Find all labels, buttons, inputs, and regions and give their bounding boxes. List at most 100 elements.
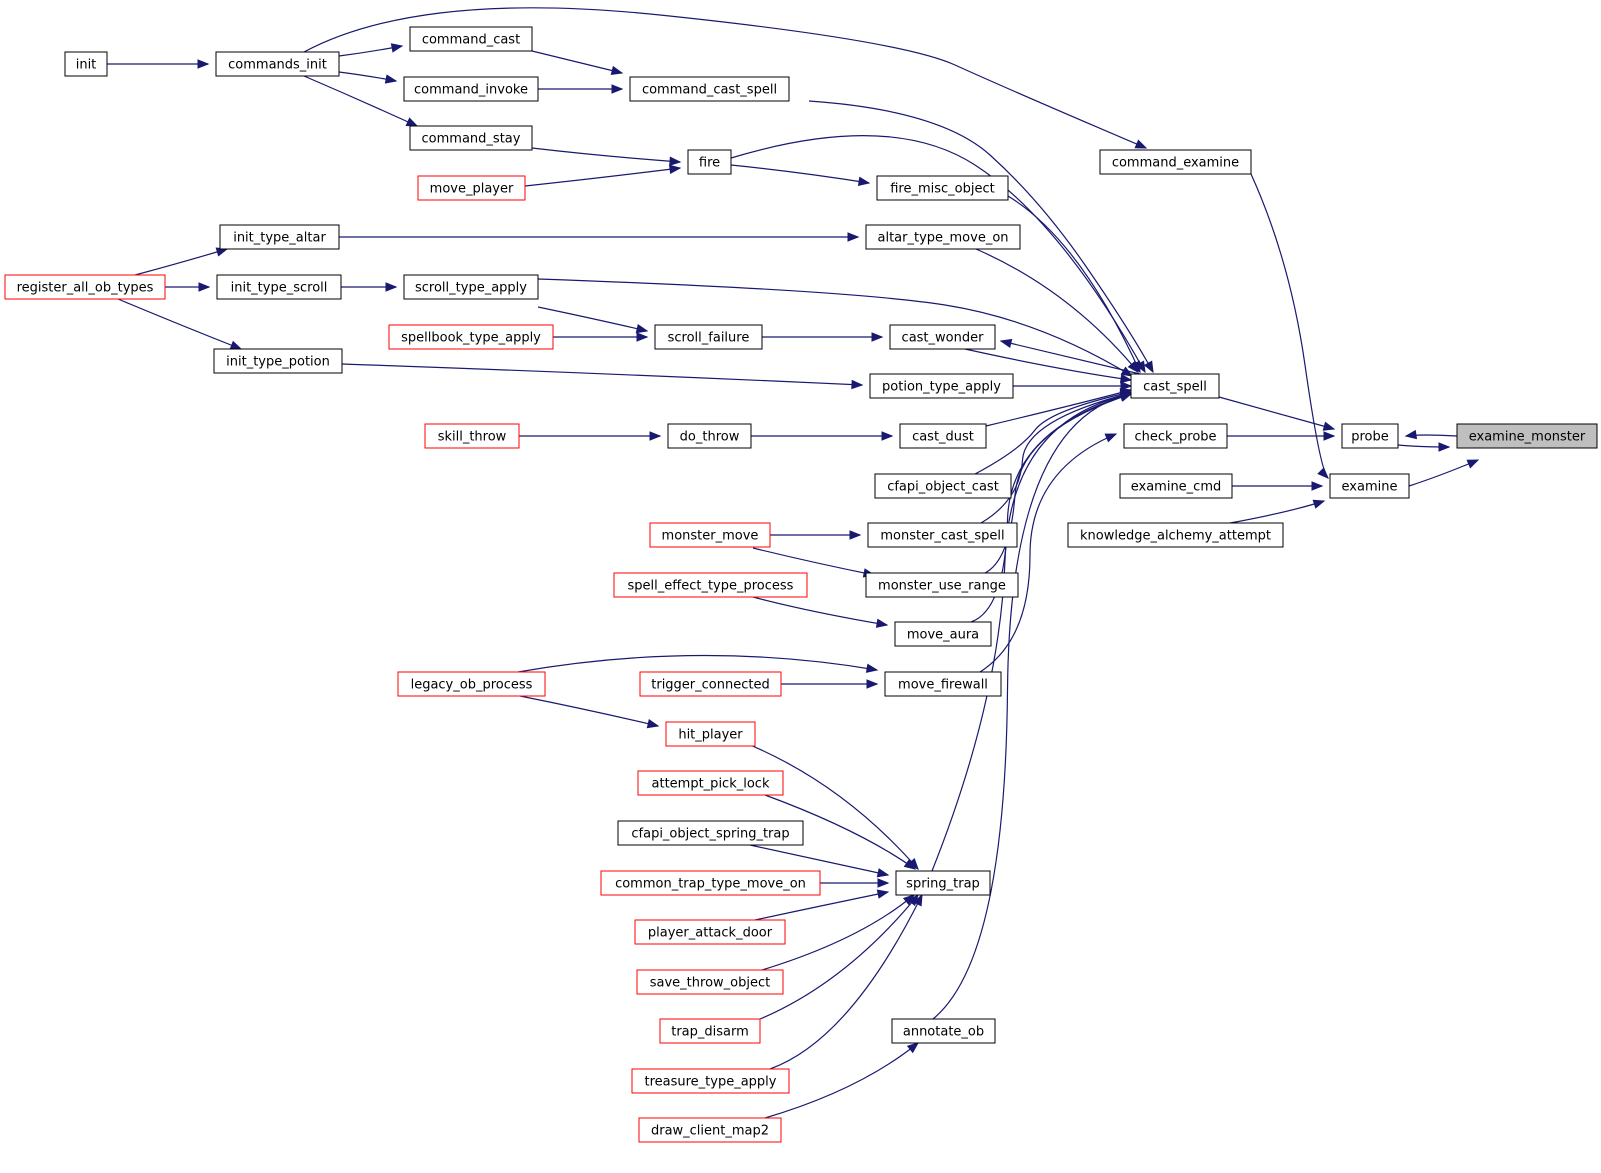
node-annotate-ob[interactable]: annotate_ob — [891, 1018, 996, 1044]
node-box — [1456, 423, 1598, 449]
node-move-firewall[interactable]: move_firewall — [884, 671, 1002, 697]
node-fire-misc-object[interactable]: fire_misc_object — [876, 175, 1009, 201]
node-label: init_type_altar — [233, 231, 326, 246]
node-monster-move[interactable]: monster_move — [649, 522, 771, 548]
node-do-throw[interactable]: do_throw — [667, 423, 752, 449]
node-probe[interactable]: probe — [1341, 423, 1399, 449]
node-spellbook-type-apply[interactable]: spellbook_type_apply — [388, 324, 554, 350]
arrowhead — [1311, 481, 1324, 491]
node-command-cast-spell[interactable]: command_cast_spell — [629, 76, 790, 102]
node-box — [634, 919, 786, 945]
edge-line — [985, 389, 1132, 427]
node-treasure-type-apply[interactable]: treasure_type_apply — [631, 1068, 790, 1094]
node-scroll-type-apply[interactable]: scroll_type_apply — [403, 274, 539, 300]
node-player-attack-door[interactable]: player_attack_door — [634, 919, 786, 945]
node-trigger-connected[interactable]: trigger_connected — [639, 671, 782, 697]
edge-save_throw_object-to-spring_trap — [752, 596, 889, 628]
node-label: attempt_pick_lock — [652, 777, 770, 792]
node-monster-use-range[interactable]: monster_use_range — [865, 572, 1019, 598]
node-check-probe[interactable]: check_probe — [1123, 423, 1228, 449]
node-box — [213, 348, 343, 374]
node-commands-init[interactable]: commands_init — [215, 51, 340, 77]
node-box — [1119, 473, 1233, 499]
node-common-trap-type-move-on[interactable]: common_trap_type_move_on — [600, 870, 821, 896]
node-move-player[interactable]: move_player — [417, 175, 526, 201]
node-save-throw-object[interactable]: save_throw_object — [636, 969, 784, 995]
node-trap-disarm[interactable]: trap_disarm — [659, 1018, 761, 1044]
node-attempt-pick-lock[interactable]: attempt_pick_lock — [637, 770, 784, 796]
node-cast-dust[interactable]: cast_dust — [899, 423, 987, 449]
arrowhead — [1438, 442, 1451, 452]
edge-line — [531, 50, 623, 74]
node-command-invoke[interactable]: command_invoke — [403, 76, 539, 102]
edge-fire-to-fire_misc_object — [730, 164, 871, 187]
node-cfapi-object-cast[interactable]: cfapi_object_cast — [874, 473, 1012, 499]
node-box — [867, 522, 1018, 548]
node-spell-effect-type-process[interactable]: spell_effect_type_process — [613, 572, 808, 598]
node-box — [403, 76, 539, 102]
node-cast-wonder[interactable]: cast_wonder — [889, 324, 996, 350]
node-potion-type-apply[interactable]: potion_type_apply — [869, 373, 1014, 399]
arrowhead — [1404, 429, 1418, 440]
node-box — [409, 125, 533, 151]
node-skill-throw[interactable]: skill_throw — [424, 423, 520, 449]
edge-line — [970, 393, 1132, 623]
node-init[interactable]: init — [64, 51, 108, 77]
node-register-all-ob-types[interactable]: register_all_ob_types — [4, 274, 166, 300]
node-label: init_type_potion — [226, 355, 330, 370]
node-monster-cast-spell[interactable]: monster_cast_spell — [867, 522, 1018, 548]
edge-line — [730, 135, 1146, 373]
node-label: legacy_ob_process — [411, 678, 533, 693]
node-box — [889, 324, 996, 350]
node-label: move_firewall — [898, 678, 988, 693]
node-box — [617, 820, 804, 846]
node-label: potion_type_apply — [882, 380, 1001, 395]
node-box — [639, 671, 782, 697]
node-examine-cmd[interactable]: examine_cmd — [1119, 473, 1233, 499]
node-command-cast[interactable]: command_cast — [409, 26, 533, 52]
node-knowledge-alchemy-attempt[interactable]: knowledge_alchemy_attempt — [1067, 522, 1284, 548]
node-box — [876, 175, 1009, 201]
node-init-type-altar[interactable]: init_type_altar — [219, 224, 340, 250]
node-cfapi-object-spring-trap[interactable]: cfapi_object_spring_trap — [617, 820, 804, 846]
node-command-stay[interactable]: command_stay — [409, 125, 533, 151]
node-label: player_attack_door — [648, 926, 773, 941]
node-label: save_throw_object — [650, 976, 770, 991]
node-spring-trap[interactable]: spring_trap — [895, 870, 991, 896]
edge-line — [341, 363, 863, 386]
edge-skill_throw-to-do_throw — [519, 431, 662, 441]
edge-line — [808, 100, 1154, 373]
arrowhead — [649, 431, 662, 441]
node-altar-type-move-on[interactable]: altar_type_move_on — [865, 224, 1021, 250]
arrowhead — [1322, 421, 1336, 431]
node-scroll-failure[interactable]: scroll_failure — [654, 324, 763, 350]
node-cast-spell[interactable]: cast_spell — [1130, 373, 1220, 399]
edge-examine_monster-to-probe — [1404, 429, 1458, 440]
edge-line — [764, 794, 916, 870]
node-legacy-ob-process[interactable]: legacy_ob_process — [397, 671, 546, 697]
arrowhead — [1134, 139, 1148, 149]
edge-line — [975, 248, 1139, 373]
node-fire[interactable]: fire — [687, 149, 732, 175]
edge-line — [1408, 459, 1479, 487]
node-examine[interactable]: examine — [1329, 473, 1410, 499]
node-box — [637, 770, 784, 796]
node-hit-player[interactable]: hit_player — [665, 721, 756, 747]
node-box — [4, 274, 166, 300]
arrowhead — [384, 74, 398, 84]
node-init-type-scroll[interactable]: init_type_scroll — [216, 274, 342, 300]
edge-line — [1250, 173, 1329, 479]
edge-line — [744, 894, 919, 1026]
arrowhead — [1317, 467, 1329, 479]
arrowhead — [903, 859, 917, 870]
node-init-type-potion[interactable]: init_type_potion — [213, 348, 343, 374]
edge-treasure_type_apply-to-spring_trap — [780, 679, 879, 689]
node-move-aura[interactable]: move_aura — [894, 621, 992, 647]
arrowhead — [851, 379, 864, 390]
edge-spell_effect_type_process-to-move_aura — [1007, 195, 1141, 374]
node-box — [667, 423, 752, 449]
node-command-examine[interactable]: command_examine — [1099, 149, 1252, 175]
node-draw-client-map2[interactable]: draw_client_map2 — [638, 1117, 782, 1143]
arrowhead — [229, 340, 243, 350]
node-examine-monster[interactable]: examine_monster — [1456, 423, 1598, 449]
